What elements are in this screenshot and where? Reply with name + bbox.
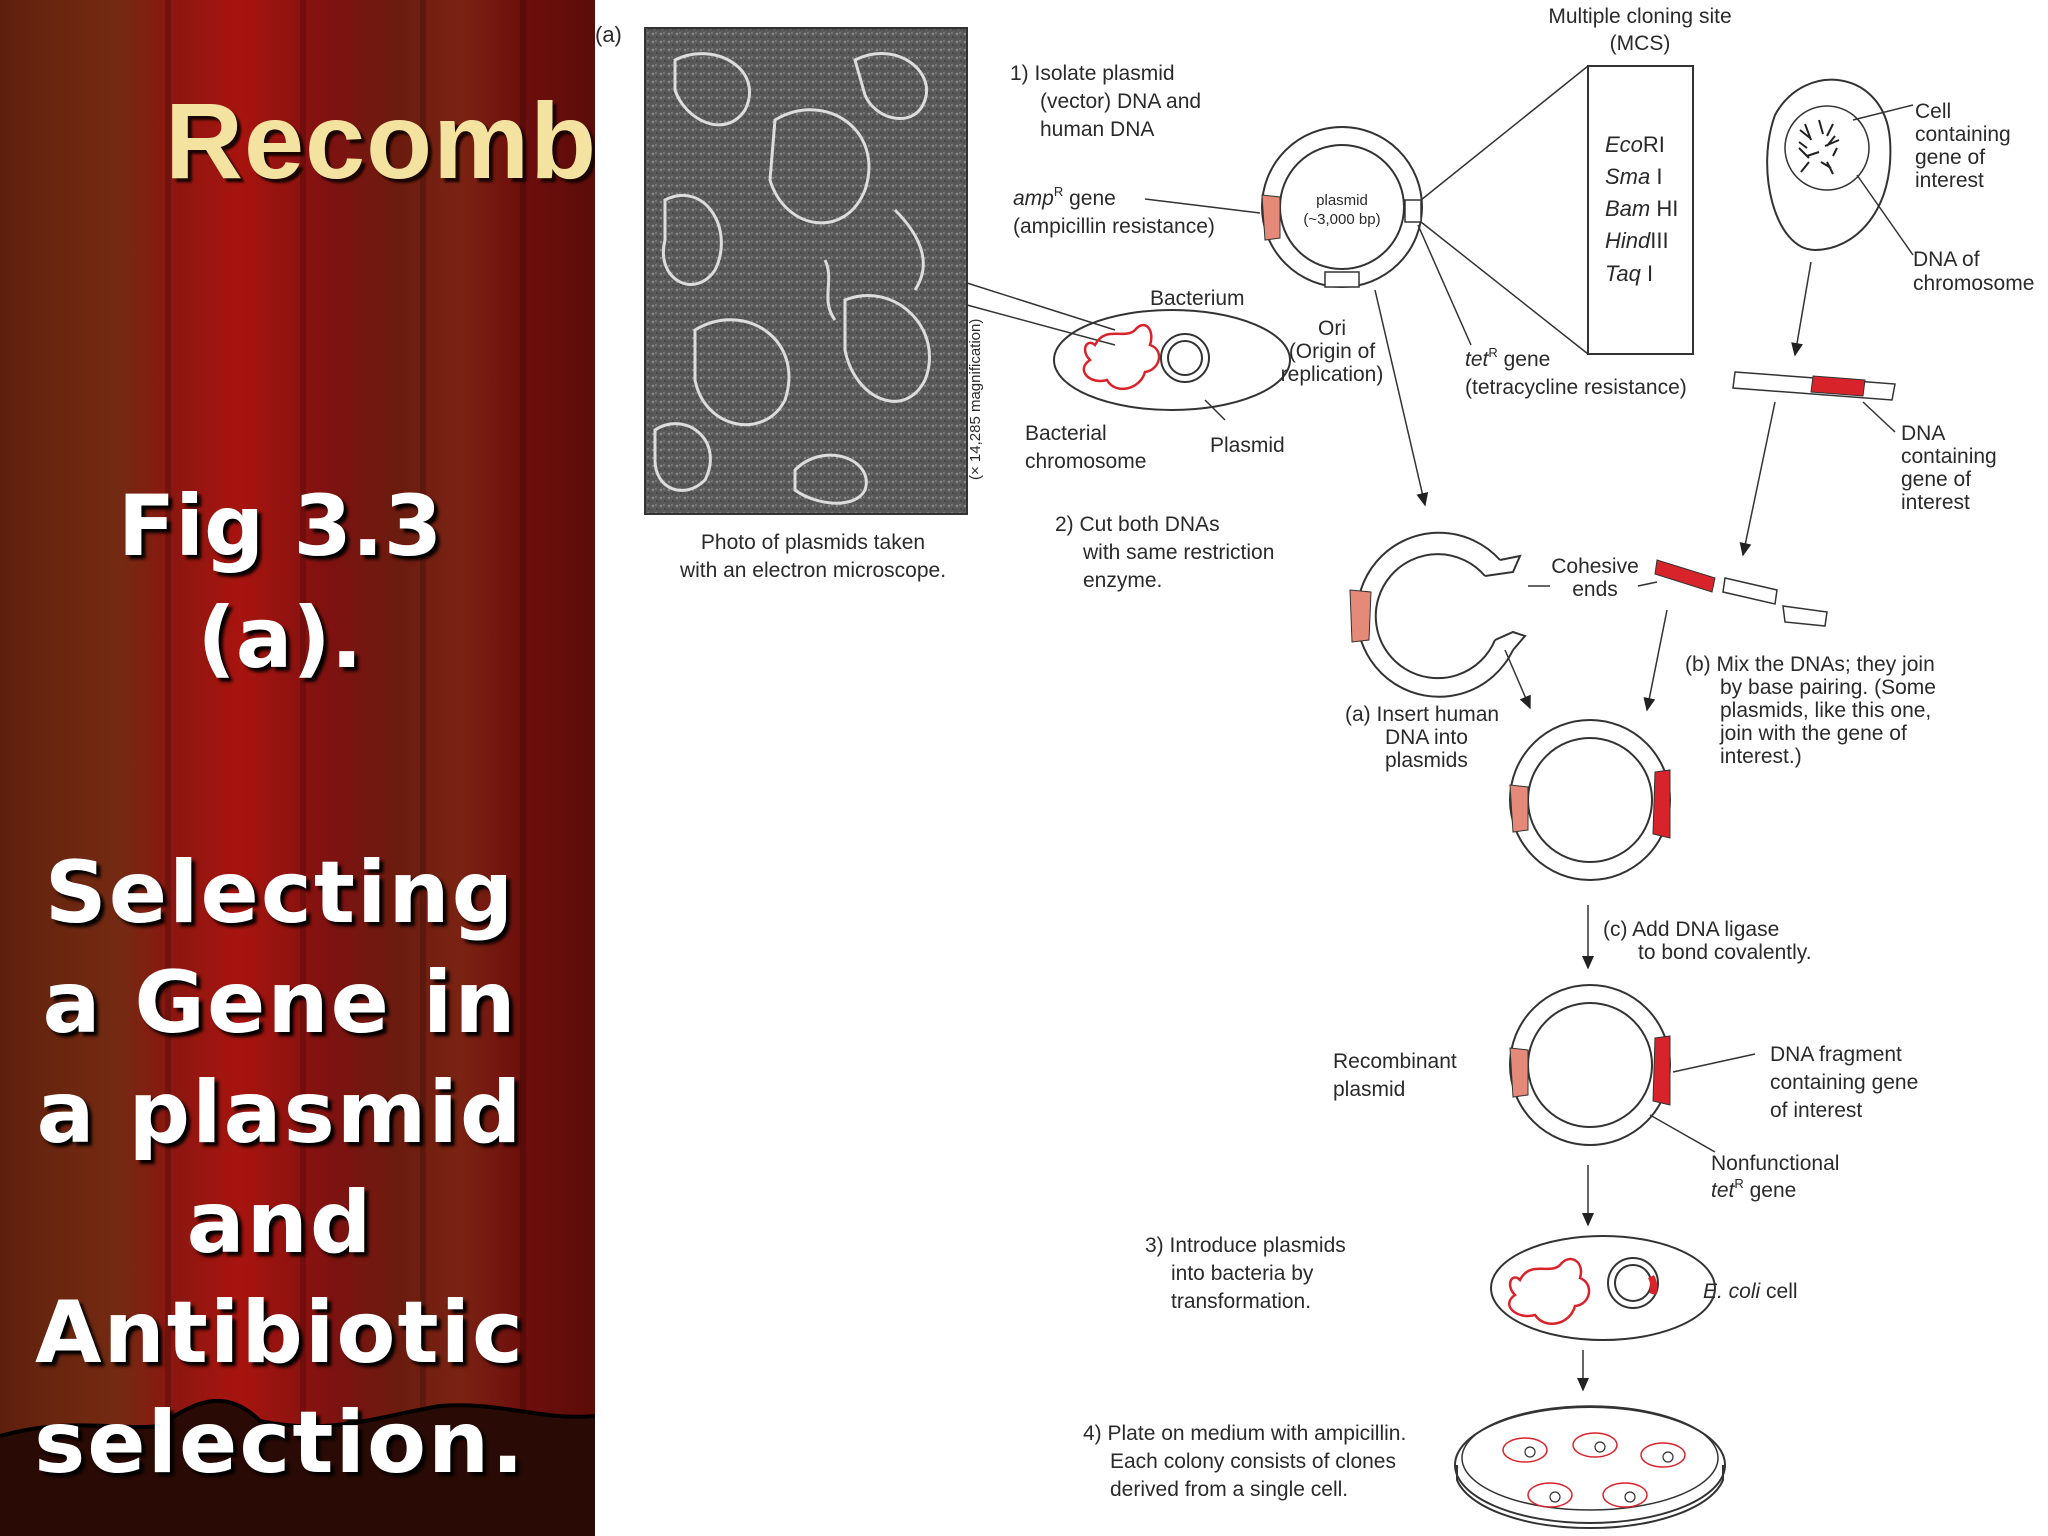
dna-gene-interest-label: gene of bbox=[1901, 468, 1971, 491]
cell-label: Cell bbox=[1915, 100, 1951, 123]
step-c-line: (c) Add DNA ligase bbox=[1603, 918, 1779, 941]
bacterium-diagram bbox=[1053, 309, 1291, 411]
dna-chromosome-label: chromosome bbox=[1913, 272, 2034, 295]
recombinant-plasmid-diagram bbox=[1509, 984, 1671, 1146]
recombinant-plasmid-label: Recombinant bbox=[1333, 1050, 1457, 1073]
plasmid-vector-diagram: plasmid (~3,000 bp) bbox=[1261, 126, 1423, 288]
dna-fragment-label: containing gene bbox=[1770, 1071, 1918, 1094]
cohesive-ends-label: ends bbox=[1572, 578, 1618, 601]
caption-line: a plasmid bbox=[36, 1063, 524, 1163]
dna-gene-interest-label: DNA bbox=[1901, 422, 1945, 445]
mcs-enzyme: Sma I bbox=[1605, 164, 1662, 189]
step-b-line: (b) Mix the DNAs; they join bbox=[1685, 653, 1935, 676]
ori-label: Ori bbox=[1318, 317, 1346, 340]
amp-gene-label: ampR gene bbox=[1013, 184, 1116, 210]
dna-chromosome-label: DNA of bbox=[1913, 248, 1980, 271]
human-dna-segment bbox=[1732, 371, 1896, 401]
plasmid-center-label: (~3,000 bp) bbox=[1303, 211, 1380, 228]
dark-hills-decoration bbox=[0, 1399, 595, 1536]
nonfunctional-tet-label: Nonfunctional bbox=[1711, 1152, 1839, 1175]
caption-line: Antibiotic bbox=[34, 1283, 526, 1383]
step-a-line: plasmids bbox=[1385, 749, 1468, 772]
mcs-title: Multiple cloning site bbox=[1548, 5, 1731, 28]
caption-line: Selecting bbox=[44, 843, 516, 943]
bacterium-label: Bacterium bbox=[1150, 287, 1245, 310]
step2-line: 2) Cut both DNAs bbox=[1055, 513, 1220, 536]
plasmid-cloning-diagram: (a) (× 14,285 magnification) Photo of pl… bbox=[595, 0, 2048, 1536]
ori-label: (Origin of bbox=[1289, 340, 1376, 363]
step-a-line: DNA into bbox=[1385, 726, 1468, 749]
bacterial-chromosome-label: chromosome bbox=[1025, 450, 1146, 473]
petri-dish-diagram bbox=[1454, 1405, 1726, 1530]
step2-line: enzyme. bbox=[1083, 569, 1162, 592]
step-a-line: (a) Insert human bbox=[1345, 703, 1499, 726]
human-cell-diagram bbox=[1766, 78, 1892, 252]
tet-gene-label-line2: (tetracycline resistance) bbox=[1465, 376, 1687, 399]
curtain-background bbox=[0, 0, 595, 1536]
caption-line: a Gene in bbox=[42, 953, 518, 1053]
figure-ref-line: (a). bbox=[197, 589, 363, 687]
step1-line: human DNA bbox=[1040, 118, 1154, 141]
mcs-enzyme: HindIII bbox=[1605, 228, 1669, 253]
panel-label: (a) bbox=[595, 22, 622, 47]
figure-reference: Fig 3.3 (a). bbox=[0, 470, 560, 694]
photo-caption-line: with an electron microscope. bbox=[679, 559, 946, 582]
tet-gene-label: tetR gene bbox=[1465, 345, 1550, 371]
electron-micrograph bbox=[644, 27, 968, 515]
step-b-line: by base pairing. (Some bbox=[1720, 676, 1936, 699]
mcs-enzyme: Taq I bbox=[1605, 261, 1653, 286]
mcs-box bbox=[1587, 65, 1694, 355]
step4-line: derived from a single cell. bbox=[1110, 1478, 1348, 1501]
caption-line: and bbox=[186, 1173, 374, 1273]
mcs-enzyme: Bam HI bbox=[1605, 196, 1678, 221]
step1-line: (vector) DNA and bbox=[1040, 90, 1201, 113]
dna-gene-interest-label: interest bbox=[1901, 491, 1970, 514]
dna-gene-interest-label: containing bbox=[1901, 445, 1997, 468]
step-b-line: interest.) bbox=[1720, 745, 1802, 768]
ori-label: replication) bbox=[1281, 363, 1384, 386]
step3-line: transformation. bbox=[1171, 1290, 1311, 1313]
joined-plasmid-diagram bbox=[1509, 719, 1671, 881]
dna-fragment-label: DNA fragment bbox=[1770, 1043, 1902, 1066]
caption-line: selection. bbox=[34, 1393, 526, 1493]
step1-line: 1) Isolate plasmid bbox=[1010, 62, 1175, 85]
mcs-enzyme: EcoRI bbox=[1605, 132, 1665, 157]
step4-line: 4) Plate on medium with ampicillin. bbox=[1083, 1422, 1406, 1445]
ecoli-cell-diagram bbox=[1490, 1235, 1716, 1341]
bacterial-chromosome-label: Bacterial bbox=[1025, 422, 1107, 445]
recombinant-plasmid-label: plasmid bbox=[1333, 1078, 1405, 1101]
slide-title: Recomb bbox=[165, 80, 598, 201]
mcs-title: (MCS) bbox=[1610, 32, 1671, 55]
cell-label: containing bbox=[1915, 123, 2011, 146]
human-dna-fragments bbox=[1654, 559, 1828, 627]
photo-caption-line: Photo of plasmids taken bbox=[701, 531, 925, 554]
cell-label: interest bbox=[1915, 169, 1984, 192]
step-b-line: plasmids, like this one, bbox=[1720, 699, 1931, 722]
step3-line: into bacteria by bbox=[1171, 1262, 1314, 1285]
figure-ref-line: Fig 3.3 bbox=[117, 477, 443, 575]
step3-line: 3) Introduce plasmids bbox=[1145, 1234, 1346, 1257]
plasmid-center-label: plasmid bbox=[1316, 192, 1368, 209]
step-b-line: join with the gene of bbox=[1719, 722, 1907, 745]
amp-gene-label-line2: (ampicillin resistance) bbox=[1013, 215, 1215, 238]
step-c-line: to bond covalently. bbox=[1638, 941, 1812, 964]
ecoli-label: E. coli cell bbox=[1703, 1280, 1798, 1303]
step2-line: with same restriction bbox=[1082, 541, 1274, 564]
plasmid-label: Plasmid bbox=[1210, 434, 1285, 457]
cell-label: gene of bbox=[1915, 146, 1985, 169]
slide-caption: Selecting a Gene in a plasmid and Antibi… bbox=[0, 838, 560, 1498]
cut-plasmid-diagram bbox=[1349, 531, 1527, 698]
step4-line: Each colony consists of clones bbox=[1110, 1450, 1396, 1473]
nonfunctional-tet-label-line2: tetR gene bbox=[1711, 1176, 1796, 1202]
magnification-label: (× 14,285 magnification) bbox=[967, 319, 984, 480]
cohesive-ends-label: Cohesive bbox=[1551, 555, 1639, 578]
dna-fragment-label: of interest bbox=[1770, 1099, 1862, 1122]
